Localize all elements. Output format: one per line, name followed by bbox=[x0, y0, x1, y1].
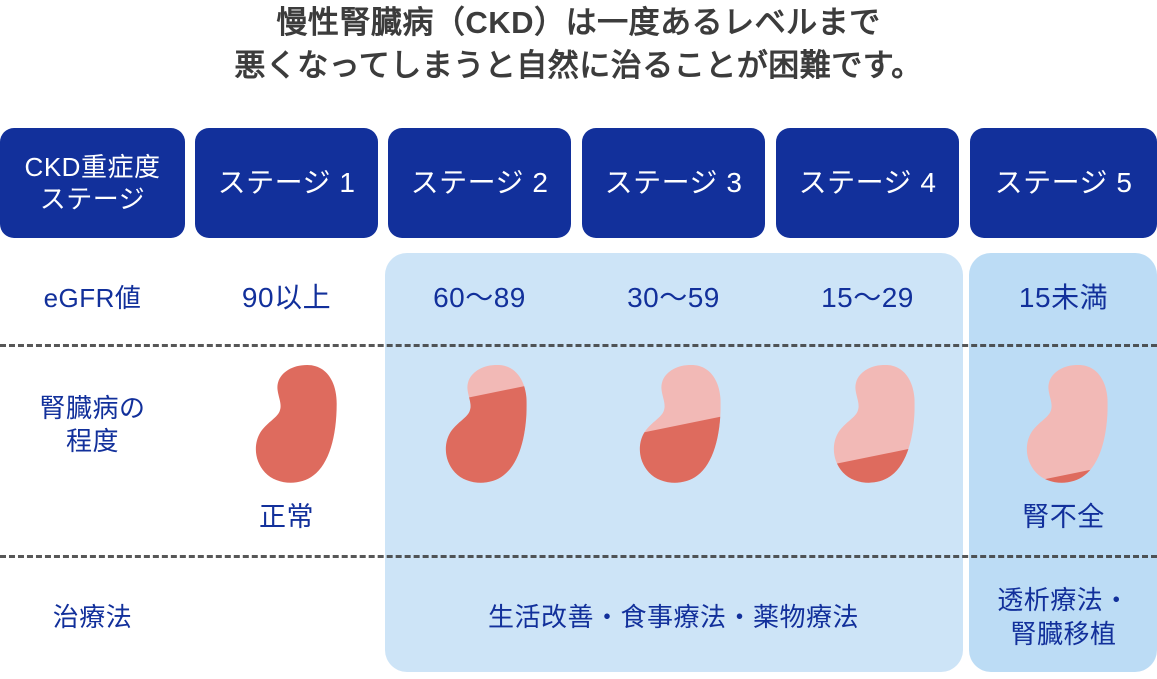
row-label-treatment-text: 治療法 bbox=[52, 601, 133, 632]
kidney-shape bbox=[639, 364, 721, 483]
egfr-value-stage-2-text: 60〜89 bbox=[433, 282, 526, 313]
header-stage-3-label: ステージ 3 bbox=[604, 167, 743, 198]
kidney-shape bbox=[255, 364, 337, 483]
header-stage-4-label: ステージ 4 bbox=[798, 167, 937, 198]
kidney-icon-stage-4 bbox=[831, 363, 917, 487]
treatment-stage-5: 透析療法・ 腎臓移植 bbox=[970, 580, 1157, 654]
treatment-stage-5-line-2: 腎臓移植 bbox=[1010, 619, 1117, 649]
egfr-value-stage-2: 60〜89 bbox=[388, 268, 571, 328]
egfr-value-stage-4: 15〜29 bbox=[776, 268, 959, 328]
row-separator-2 bbox=[0, 555, 1157, 558]
header-label-line-2: ステージ bbox=[39, 184, 146, 214]
header-stage-1[interactable]: ステージ 1 bbox=[195, 128, 378, 238]
row-label-severity: 腎臓病の 程度 bbox=[0, 385, 185, 465]
egfr-value-stage-5-text: 15未満 bbox=[1018, 282, 1109, 313]
treatment-stage-2-4-text: 生活改善・食事療法・薬物療法 bbox=[487, 602, 859, 632]
header-stage-5[interactable]: ステージ 5 bbox=[970, 128, 1157, 238]
severity-caption-stage-1: 正常 bbox=[195, 495, 378, 539]
row-label-severity-line-1: 腎臓病の bbox=[39, 393, 146, 423]
kidney-icon-stage-5 bbox=[1024, 363, 1110, 487]
header-stage-2[interactable]: ステージ 2 bbox=[388, 128, 571, 238]
severity-caption-stage-1-text: 正常 bbox=[259, 502, 314, 532]
treatment-stage-2-4: 生活改善・食事療法・薬物療法 bbox=[388, 595, 959, 639]
title-line-2: 悪くなってしまうと自然に治ることが困難です。 bbox=[234, 48, 923, 83]
header-stage-5-label: ステージ 5 bbox=[994, 167, 1133, 198]
row-label-treatment: 治療法 bbox=[0, 595, 185, 639]
egfr-value-stage-4-text: 15〜29 bbox=[821, 282, 914, 313]
severity-caption-stage-5: 腎不全 bbox=[970, 495, 1157, 539]
header-stage-2-label: ステージ 2 bbox=[410, 167, 549, 198]
egfr-value-stage-3: 30〜59 bbox=[582, 268, 765, 328]
kidney-shape bbox=[833, 364, 915, 483]
kidney-icon-stage-3 bbox=[637, 363, 723, 487]
kidney-shape bbox=[445, 364, 527, 483]
kidney-shape bbox=[1026, 364, 1108, 483]
header-stage-1-label: ステージ 1 bbox=[217, 167, 356, 198]
row-label-egfr: eGFR値 bbox=[0, 268, 185, 328]
header-label-line-1: CKD重症度 bbox=[24, 152, 161, 182]
title-line-1: 慢性腎臓病（CKD）は一度あるレベルまで bbox=[276, 5, 881, 40]
egfr-value-stage-3-text: 30〜59 bbox=[627, 282, 720, 313]
header-label-card: CKD重症度 ステージ bbox=[0, 128, 185, 238]
header-stage-3[interactable]: ステージ 3 bbox=[582, 128, 765, 238]
egfr-value-stage-1-text: 90以上 bbox=[241, 282, 332, 313]
egfr-value-stage-1: 90以上 bbox=[195, 268, 378, 328]
header-stage-4[interactable]: ステージ 4 bbox=[776, 128, 959, 238]
row-label-severity-line-2: 程度 bbox=[65, 426, 119, 456]
severity-caption-stage-5-text: 腎不全 bbox=[1022, 502, 1105, 532]
treatment-stage-5-line-1: 透析療法・ bbox=[997, 585, 1130, 615]
row-label-egfr-text: eGFR値 bbox=[43, 282, 142, 313]
row-separator-1 bbox=[0, 344, 1157, 347]
kidney-icon-stage-2 bbox=[443, 363, 529, 487]
kidney-icon-stage-1 bbox=[253, 363, 339, 487]
egfr-value-stage-5: 15未満 bbox=[970, 268, 1157, 328]
